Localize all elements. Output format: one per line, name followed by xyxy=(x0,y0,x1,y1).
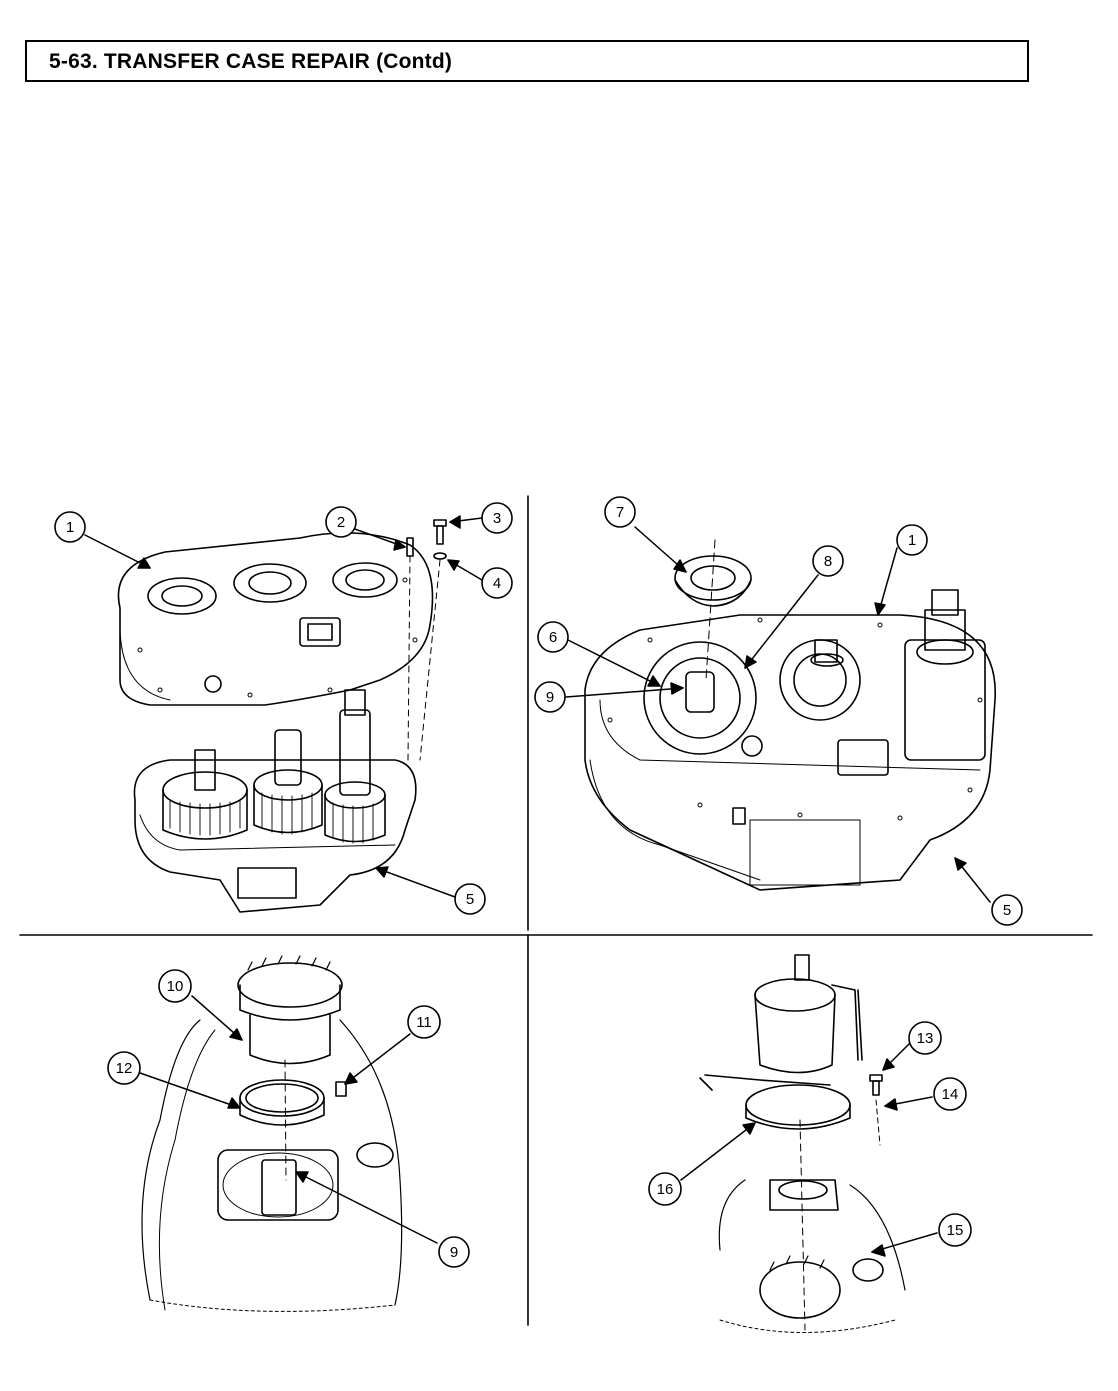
callout-16: 16 xyxy=(648,1172,682,1206)
svg-text:12: 12 xyxy=(116,1060,133,1077)
callouts-top-right: 7 8 1 6 9 5 xyxy=(534,496,1023,926)
callout-12: 12 xyxy=(107,1051,141,1085)
leader-lines xyxy=(84,515,991,1257)
svg-text:10: 10 xyxy=(167,978,184,995)
svg-text:15: 15 xyxy=(947,1222,964,1239)
callout-9: 9 xyxy=(438,1236,470,1268)
callout-7: 7 xyxy=(604,496,636,528)
section-header-box: 5-63. TRANSFER CASE REPAIR (Contd) xyxy=(25,40,1029,82)
svg-text:6: 6 xyxy=(549,629,557,646)
svg-text:16: 16 xyxy=(657,1181,674,1198)
callout-5: 5 xyxy=(991,894,1023,926)
svg-text:5: 5 xyxy=(1003,902,1011,919)
callout-3: 3 xyxy=(481,502,513,534)
svg-text:9: 9 xyxy=(546,689,554,706)
callout-1: 1 xyxy=(54,511,86,543)
callouts-top-left: 1 2 3 4 5 xyxy=(54,502,513,915)
svg-text:4: 4 xyxy=(493,575,501,592)
callout-5: 5 xyxy=(454,883,486,915)
svg-text:7: 7 xyxy=(616,504,624,521)
assembled-transfer-case-drawing xyxy=(584,589,996,891)
section-title: 5-63. TRANSFER CASE REPAIR (Contd) xyxy=(49,50,453,73)
svg-text:1: 1 xyxy=(908,532,916,549)
callouts-bottom-right: 13 14 16 15 xyxy=(648,1021,972,1247)
callout-10: 10 xyxy=(158,969,192,1003)
callout-4: 4 xyxy=(481,567,513,599)
svg-text:11: 11 xyxy=(416,1014,432,1031)
callouts-bottom-left: 10 11 12 9 xyxy=(107,969,470,1268)
callout-2: 2 xyxy=(325,506,357,538)
callout-11: 11 xyxy=(407,1005,441,1039)
transfer-case-housing-drawing xyxy=(133,689,417,913)
callout-9: 9 xyxy=(534,681,566,713)
svg-text:2: 2 xyxy=(337,514,345,531)
transfer-case-cover-drawing xyxy=(117,532,434,706)
svg-text:9: 9 xyxy=(450,1244,458,1261)
callout-15: 15 xyxy=(938,1213,972,1247)
svg-text:3: 3 xyxy=(493,510,501,527)
pto-assembly-drawing xyxy=(699,954,906,1333)
callout-1: 1 xyxy=(896,524,928,556)
callout-13: 13 xyxy=(908,1021,942,1055)
seal-drawing xyxy=(674,539,752,681)
callout-8: 8 xyxy=(812,545,844,577)
svg-text:5: 5 xyxy=(466,891,474,908)
svg-text:1: 1 xyxy=(66,519,74,536)
svg-text:14: 14 xyxy=(942,1086,959,1103)
dowel-pin-drawing xyxy=(406,537,414,761)
callout-6: 6 xyxy=(537,621,569,653)
gear-and-shaft-drawing xyxy=(141,955,403,1312)
callout-14: 14 xyxy=(933,1077,967,1111)
svg-text:13: 13 xyxy=(917,1030,934,1047)
svg-text:8: 8 xyxy=(824,553,832,570)
screw-and-washer-drawing xyxy=(419,519,447,761)
